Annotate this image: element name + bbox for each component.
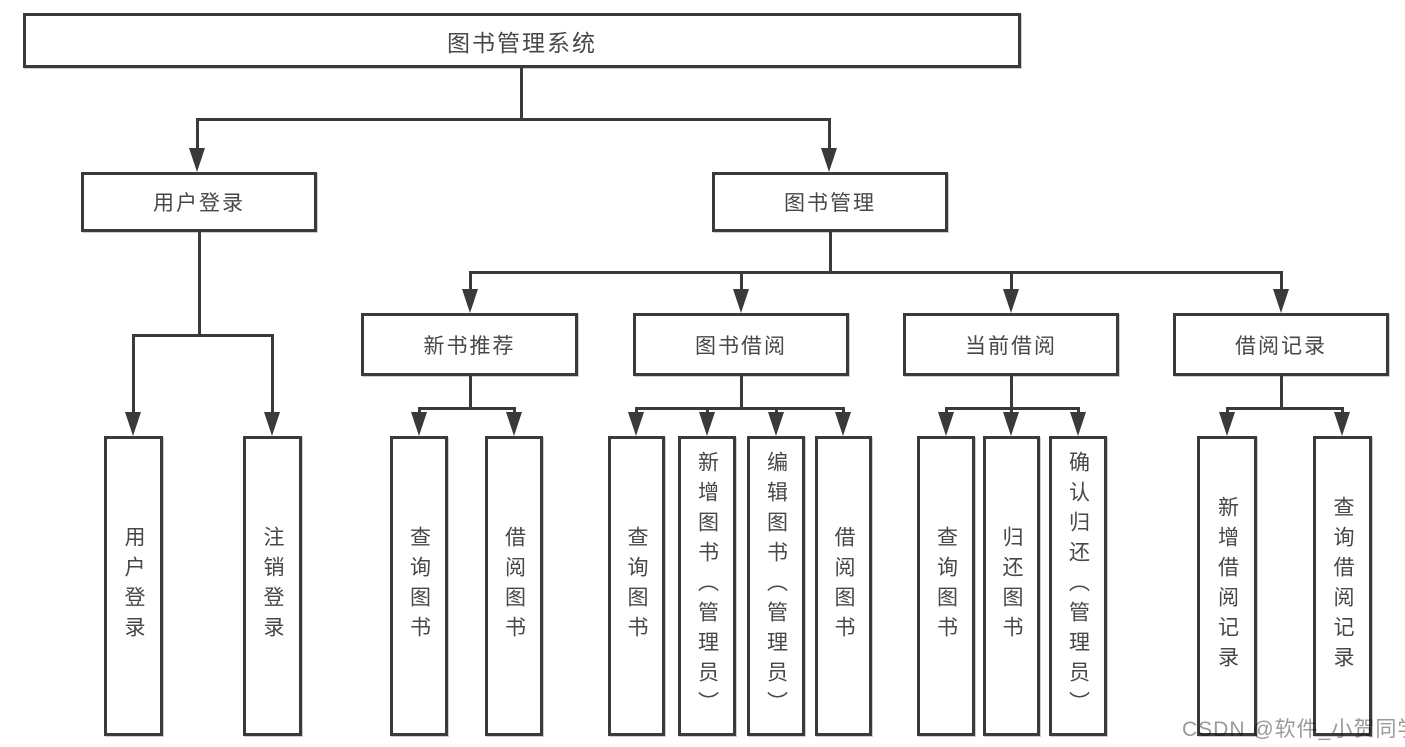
arrow-down-icon bbox=[628, 412, 644, 436]
connector-to-user-login bbox=[196, 118, 199, 152]
node-new-book-recommend: 新书推荐 bbox=[361, 313, 578, 376]
node-system-root: 图书管理系统 bbox=[23, 13, 1021, 68]
connector-leaf bbox=[513, 407, 516, 416]
connector-root-stem bbox=[520, 68, 523, 119]
connector-root-split bbox=[197, 118, 831, 121]
leaf-records-query-record: 查询借阅记录 bbox=[1313, 436, 1372, 736]
arrow-down-icon bbox=[733, 289, 749, 313]
leaf-recommend-borrow-books: 借阅图书 bbox=[485, 436, 543, 736]
csdn-watermark: CSDN @软件_小贺同学 bbox=[1182, 718, 1405, 741]
connector-login-stem bbox=[198, 232, 201, 336]
leaf-borrow-edit-books-admin: 编辑图书（管理员） bbox=[747, 436, 805, 736]
arrow-down-icon bbox=[1334, 412, 1350, 436]
leaf-recommend-query-books: 查询图书 bbox=[390, 436, 448, 736]
connector-leaf bbox=[635, 407, 638, 416]
connector-records-split bbox=[1227, 407, 1343, 410]
node-borrow-records: 借阅记录 bbox=[1173, 313, 1389, 376]
arrow-down-icon bbox=[1219, 412, 1235, 436]
connector-to-book-management bbox=[828, 118, 831, 152]
leaf-current-confirm-return-admin: 确认归还（管理员） bbox=[1049, 436, 1107, 736]
leaf-records-add-record: 新增借阅记录 bbox=[1197, 436, 1257, 736]
leaf-borrow-borrow-books: 借阅图书 bbox=[815, 436, 872, 736]
leaf-current-return-books: 归还图书 bbox=[983, 436, 1040, 736]
leaf-borrow-query-books: 查询图书 bbox=[608, 436, 665, 736]
leaf-current-query-books: 查询图书 bbox=[917, 436, 975, 736]
connector-to-current bbox=[1010, 271, 1013, 293]
node-user-login: 用户登录 bbox=[81, 172, 317, 232]
connector-leaf bbox=[842, 407, 845, 416]
connector-to-recommend bbox=[469, 271, 472, 293]
connector-leaf bbox=[945, 407, 948, 416]
arrow-down-icon bbox=[821, 148, 837, 172]
connector-recommend-split bbox=[419, 407, 515, 410]
arrow-down-icon bbox=[699, 412, 715, 436]
connector-mgmt-split bbox=[470, 271, 1282, 274]
connector-mgmt-stem bbox=[829, 232, 832, 273]
arrow-down-icon bbox=[264, 412, 280, 436]
node-book-management: 图书管理 bbox=[712, 172, 948, 232]
connector-leaf bbox=[418, 407, 421, 416]
arrow-down-icon bbox=[125, 412, 141, 436]
connector-borrow-stem bbox=[740, 376, 743, 409]
node-book-borrow: 图书借阅 bbox=[633, 313, 849, 376]
connector-borrow-split bbox=[636, 407, 844, 410]
connector-leaf bbox=[1077, 407, 1080, 416]
connector-leaf bbox=[1226, 407, 1229, 416]
arrow-down-icon bbox=[938, 412, 954, 436]
connector-leaf bbox=[706, 407, 709, 416]
node-current-borrow: 当前借阅 bbox=[903, 313, 1119, 376]
arrow-down-icon bbox=[1070, 412, 1086, 436]
arrow-down-icon bbox=[1003, 412, 1019, 436]
connector-to-records bbox=[1280, 271, 1283, 293]
connector-recommend-stem bbox=[469, 376, 472, 409]
connector-leaf bbox=[1341, 407, 1344, 416]
connector-current-stem bbox=[1010, 376, 1013, 409]
leaf-user-login: 用户登录 bbox=[104, 436, 163, 736]
leaf-borrow-add-books-admin: 新增图书（管理员） bbox=[678, 436, 736, 736]
arrow-down-icon bbox=[411, 412, 427, 436]
connector-to-leaf-logout bbox=[271, 334, 274, 414]
arrow-down-icon bbox=[1273, 289, 1289, 313]
connector-leaf bbox=[1010, 407, 1013, 416]
connector-to-leaf-login bbox=[132, 334, 135, 414]
arrow-down-icon bbox=[768, 412, 784, 436]
arrow-down-icon bbox=[1003, 289, 1019, 313]
leaf-logout: 注销登录 bbox=[243, 436, 302, 736]
connector-leaf bbox=[775, 407, 778, 416]
connector-records-stem bbox=[1280, 376, 1283, 409]
arrow-down-icon bbox=[462, 289, 478, 313]
connector-to-borrow bbox=[740, 271, 743, 293]
arrow-down-icon bbox=[835, 412, 851, 436]
arrow-down-icon bbox=[189, 148, 205, 172]
connector-login-split bbox=[133, 334, 274, 337]
arrow-down-icon bbox=[506, 412, 522, 436]
